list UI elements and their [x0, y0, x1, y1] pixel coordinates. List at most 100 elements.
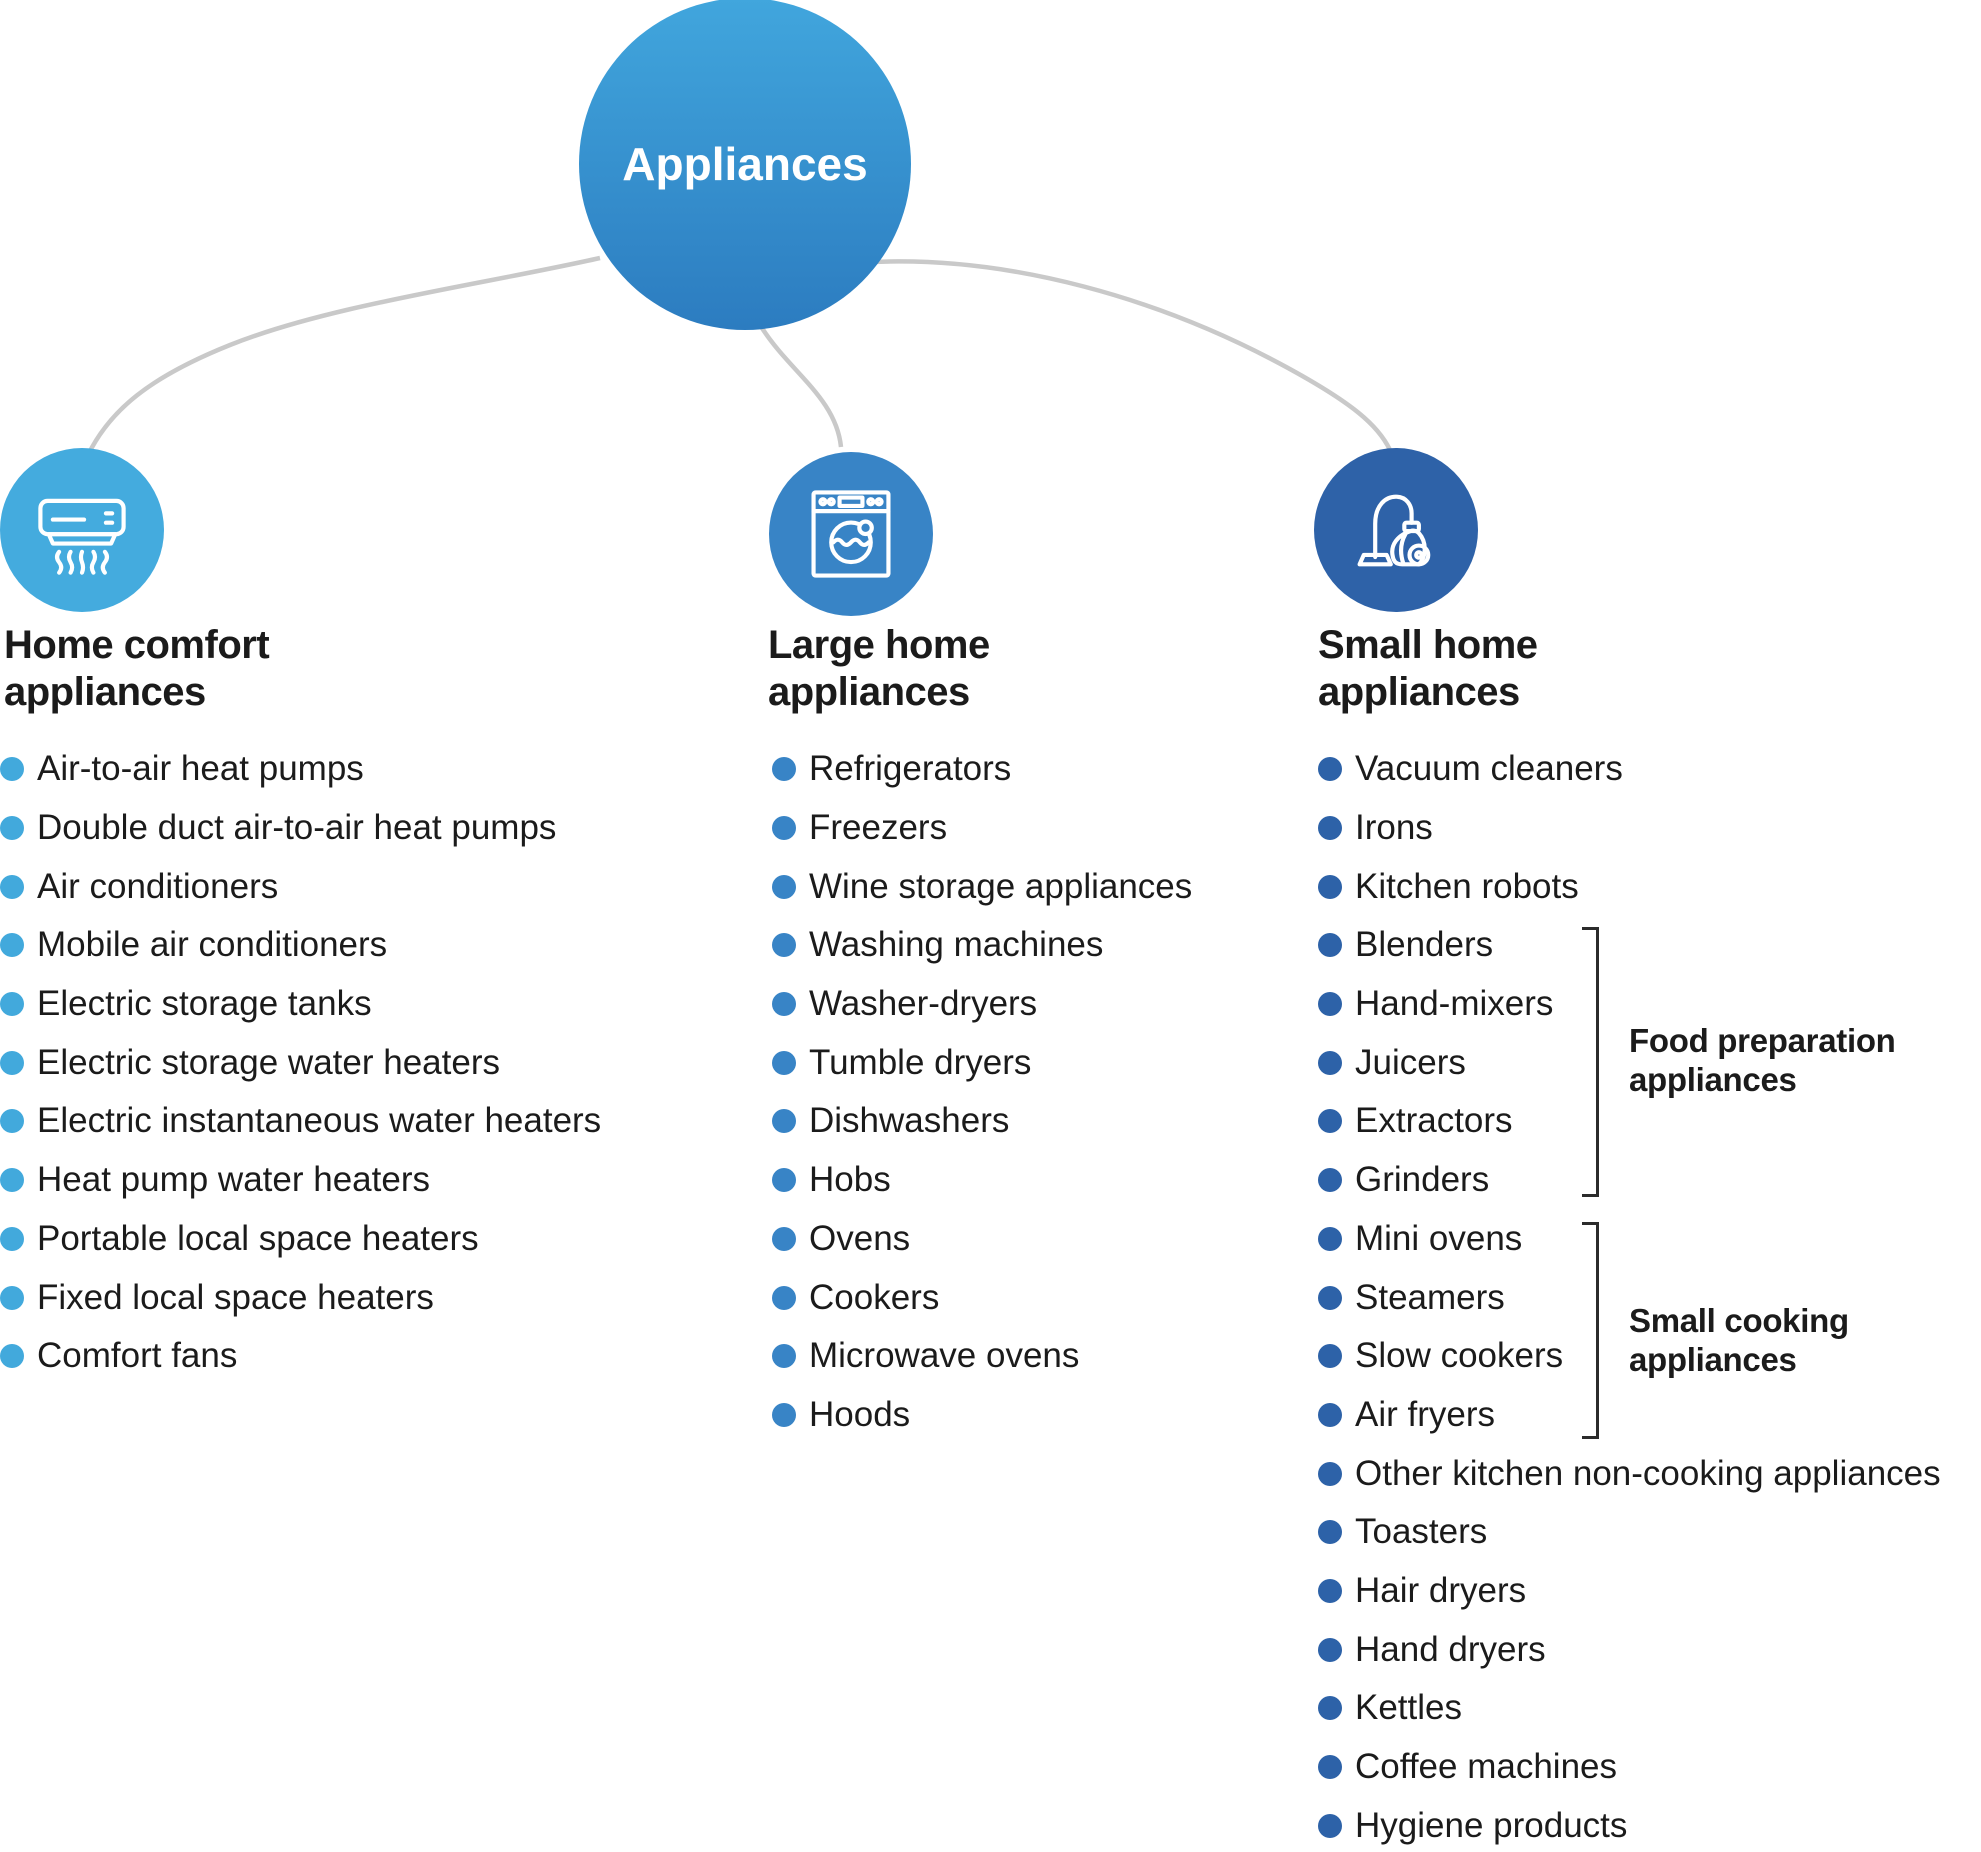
list-item-label: Grinders: [1355, 1160, 1490, 1200]
list-item-label: Cookers: [809, 1277, 940, 1317]
bullet-icon: [0, 992, 24, 1017]
list-item-label: Freezers: [809, 808, 948, 848]
list-item-label: Washer-dryers: [809, 984, 1038, 1024]
bullet-icon: [1318, 1461, 1342, 1486]
list-item-label: Irons: [1355, 808, 1433, 848]
bullet-icon: [0, 1109, 24, 1134]
list-item: Kitchen robots: [1318, 857, 1941, 916]
list-item: Mobile air conditioners: [0, 916, 601, 975]
washing-machine-icon: [811, 490, 891, 578]
list-item-label: Heat pump water heaters: [37, 1160, 430, 1200]
list-item: Hoods: [772, 1386, 1192, 1445]
bullet-icon: [0, 1050, 24, 1075]
list-item-label: Dishwashers: [809, 1101, 1010, 1141]
group-label-line: Food preparation: [1629, 1022, 1896, 1059]
bullet-icon: [772, 816, 796, 841]
list-item-label: Blenders: [1355, 925, 1494, 965]
list-item-label: Electric instantaneous water heaters: [37, 1101, 602, 1141]
bullet-icon: [772, 1402, 796, 1427]
list-item: Electric instantaneous water heaters: [0, 1092, 601, 1151]
list-item: Juicers: [1318, 1033, 1941, 1092]
list-item-label: Wine storage appliances: [809, 866, 1193, 906]
list-item-label: Hobs: [809, 1160, 891, 1200]
bullet-icon: [1318, 992, 1342, 1017]
list-item-label: Washing machines: [809, 925, 1104, 965]
bullet-icon: [0, 1285, 24, 1310]
list-item-label: Kitchen robots: [1355, 866, 1579, 906]
list-item-label: Other kitchen non-cooking appliances: [1355, 1453, 1941, 1493]
list-item-label: Electric storage water heaters: [37, 1042, 500, 1082]
group-label-small-cooking: Small cooking appliances: [1629, 1301, 1849, 1379]
list-item: Double duct air-to-air heat pumps: [0, 799, 601, 858]
category-circle-home-comfort: [0, 448, 164, 612]
list-item: Air-to-air heat pumps: [0, 740, 601, 799]
category-heading-home-comfort: Home comfort appliances: [4, 622, 270, 716]
list-item: Hair dryers: [1318, 1562, 1941, 1621]
bracket-small-cooking-appliances: [1582, 1222, 1599, 1439]
bullet-icon: [1318, 1226, 1342, 1251]
bullet-icon: [772, 1285, 796, 1310]
list-item: Washer-dryers: [772, 975, 1192, 1034]
bracket-food-preparation-appliances: [1582, 927, 1599, 1197]
list-item: Kettles: [1318, 1679, 1941, 1738]
bullet-icon: [772, 874, 796, 899]
list-item: Hobs: [772, 1151, 1192, 1210]
bullet-icon: [1318, 757, 1342, 782]
group-label-food-preparation: Food preparation appliances: [1629, 1021, 1896, 1099]
bullet-icon: [1318, 1637, 1342, 1662]
list-item: Tumble dryers: [772, 1033, 1192, 1092]
list-item-label: Coffee machines: [1355, 1747, 1618, 1787]
category-heading-line: appliances: [4, 670, 206, 714]
category-heading-line: appliances: [1318, 670, 1520, 714]
group-label-line: Small cooking: [1629, 1302, 1849, 1339]
list-item: Extractors: [1318, 1092, 1941, 1151]
bullet-icon: [772, 1109, 796, 1134]
bullet-icon: [1318, 1578, 1342, 1603]
root-node-appliances: Appliances: [579, 0, 911, 330]
list-item-label: Fixed local space heaters: [37, 1277, 434, 1317]
list-item: Grinders: [1318, 1151, 1941, 1210]
list-item: Electric storage tanks: [0, 975, 601, 1034]
bullet-icon: [772, 1344, 796, 1369]
list-item: Comfort fans: [0, 1327, 601, 1386]
vacuum-cleaner-icon: [1357, 494, 1431, 567]
bullet-icon: [0, 1226, 24, 1251]
connector-small-home: [871, 259, 1393, 451]
bullet-icon: [1318, 1813, 1342, 1838]
list-item: Hygiene products: [1318, 1796, 1941, 1852]
list-item-label: Hand dryers: [1355, 1629, 1546, 1669]
bullet-icon: [1318, 1755, 1342, 1780]
list-item: Dishwashers: [772, 1092, 1192, 1151]
list-item-label: Air-to-air heat pumps: [37, 749, 364, 789]
category-heading-line: appliances: [768, 670, 970, 714]
bullet-icon: [1318, 1344, 1342, 1369]
bullet-icon: [0, 874, 24, 899]
list-item-label: Hygiene products: [1355, 1805, 1628, 1845]
list-item: Fixed local space heaters: [0, 1268, 601, 1327]
bullet-icon: [772, 992, 796, 1017]
list-item: Ovens: [772, 1210, 1192, 1269]
list-item: Vacuum cleaners: [1318, 740, 1941, 799]
bullet-icon: [772, 1226, 796, 1251]
list-item-label: Kettles: [1355, 1688, 1462, 1728]
list-item-label: Ovens: [809, 1218, 911, 1258]
list-item-label: Microwave ovens: [809, 1336, 1080, 1376]
list-item-label: Hand-mixers: [1355, 984, 1554, 1024]
bullet-icon: [772, 757, 796, 782]
list-item-label: Portable local space heaters: [37, 1218, 479, 1258]
list-item-label: Hoods: [809, 1394, 911, 1434]
connector-lines: [85, 255, 1393, 456]
list-item-label: Tumble dryers: [809, 1042, 1032, 1082]
category-circle-large-home: [769, 452, 933, 616]
connector-large-home: [760, 326, 844, 448]
category-heading-line: Large home: [768, 623, 990, 667]
list-item-label: Mini ovens: [1355, 1218, 1523, 1258]
list-item: Toasters: [1318, 1503, 1941, 1562]
group-label-line: appliances: [1629, 1341, 1797, 1378]
connector-home-comfort: [85, 255, 601, 456]
list-item: Heat pump water heaters: [0, 1151, 601, 1210]
category-heading-small-home: Small home appliances: [1318, 622, 1538, 716]
list-item-label: Comfort fans: [37, 1336, 238, 1376]
